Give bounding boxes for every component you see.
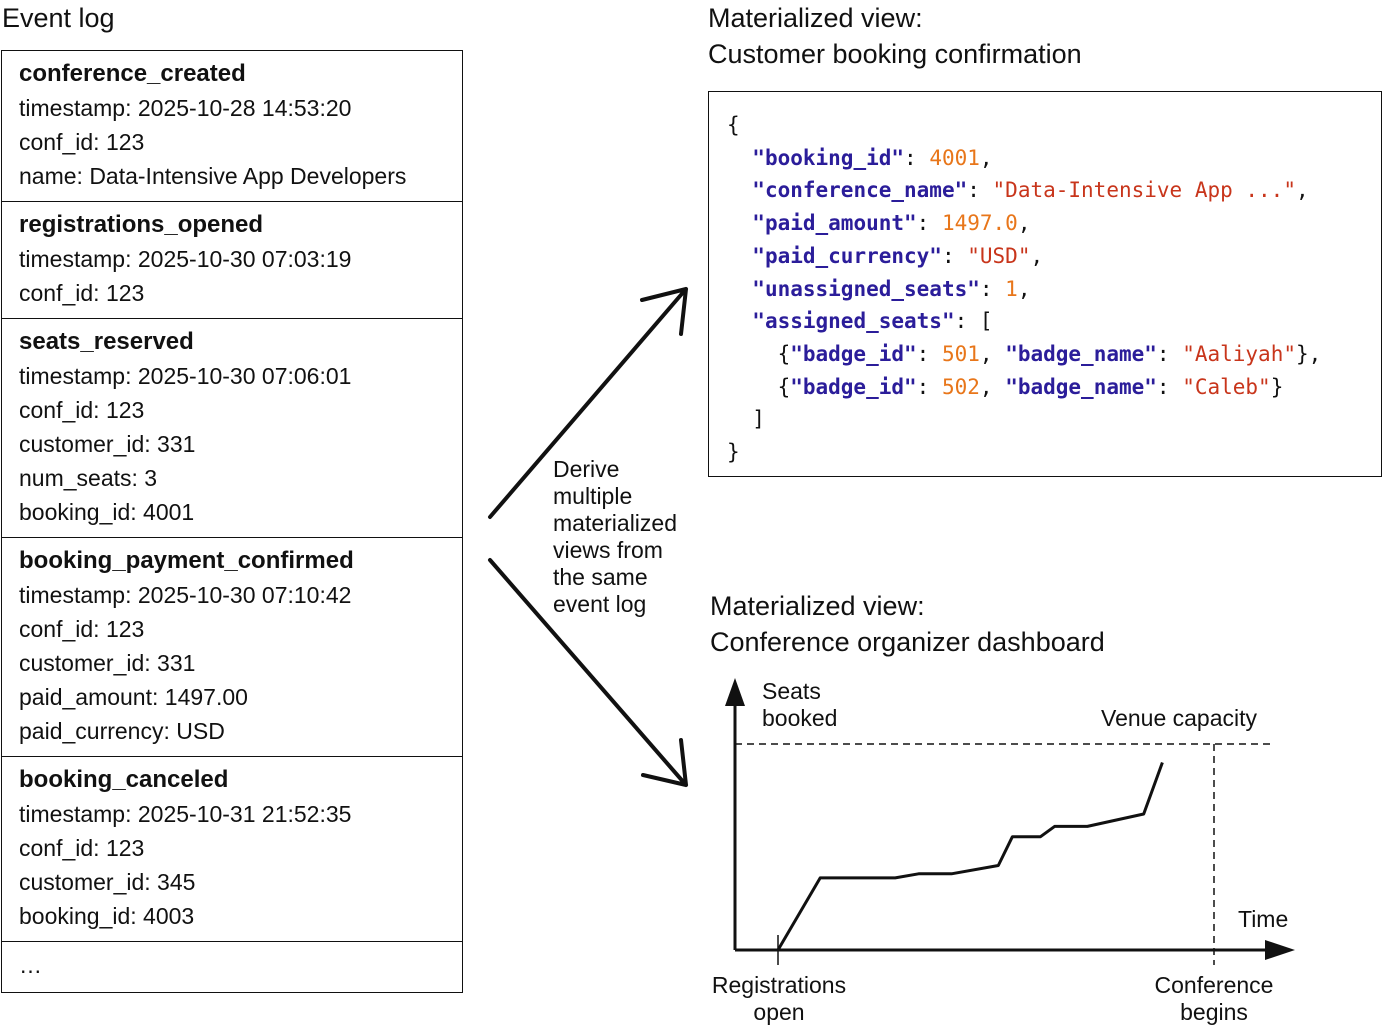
seats-booked-line — [776, 761, 1164, 951]
event-log-title: Event log — [2, 3, 115, 33]
json-key: "booking_id" — [752, 145, 905, 170]
arrow-down-right — [488, 558, 688, 787]
event-conference-created: conference_created timestamp: 2025-10-28… — [2, 51, 462, 202]
json-key: "conference_name" — [752, 178, 968, 203]
event-registrations-opened: registrations_opened timestamp: 2025-10-… — [2, 202, 462, 319]
event-field: customer_id: 331 — [19, 431, 196, 457]
event-name: seats_reserved — [19, 328, 194, 355]
json-key: "assigned_seats" — [752, 309, 955, 334]
json-number: 501 — [941, 341, 980, 366]
registrations-open-label-line2: open — [753, 999, 805, 1025]
derive-caption-line: the same — [553, 564, 648, 590]
event-field: num_seats: 3 — [19, 465, 158, 491]
x-axis-label: Time — [1238, 906, 1289, 932]
json-string: "USD" — [967, 243, 1031, 268]
event-log-ellipsis: … — [19, 952, 42, 978]
event-name: booking_payment_confirmed — [19, 547, 354, 574]
json-key: "badge_name" — [1005, 341, 1157, 366]
derive-caption: Derive multiple materialized views from … — [553, 456, 677, 618]
json-number: 502 — [941, 374, 980, 399]
derive-caption-line: multiple — [553, 483, 633, 509]
y-axis-label-line1: Seats — [762, 678, 821, 704]
booking-json-box: { "booking_id": 4001, "conference_name":… — [708, 91, 1382, 477]
arrow-up-right — [488, 287, 688, 519]
event-booking-payment-confirmed: booking_payment_confirmed timestamp: 202… — [2, 538, 462, 757]
json-string: "Caleb" — [1182, 374, 1271, 399]
event-field: name: Data-Intensive App Developers — [19, 163, 407, 189]
registrations-open-label-line1: Registrations — [711, 972, 847, 998]
event-field: booking_id: 4001 — [19, 499, 195, 525]
json-string: "Aaliyah" — [1182, 341, 1296, 366]
y-axis-arrowhead — [725, 678, 745, 706]
event-field: timestamp: 2025-10-30 07:03:19 — [19, 246, 352, 272]
y-axis-label-line2: booked — [762, 705, 838, 731]
json-number: 1497.0 — [941, 211, 1018, 236]
json-key: "paid_currency" — [752, 243, 942, 268]
event-booking-canceled: booking_canceled timestamp: 2025-10-31 2… — [2, 757, 462, 942]
booking-view-title-line1: Materialized view: — [708, 3, 923, 33]
json-number: 1 — [1005, 276, 1018, 301]
dashboard-view-title-line1: Materialized view: — [710, 591, 925, 621]
registrations-open-label: Registrations open — [700, 972, 858, 1026]
event-field: paid_currency: USD — [19, 718, 225, 744]
x-axis-arrowhead — [1265, 940, 1295, 960]
event-field: conf_id: 123 — [19, 280, 145, 306]
event-field: customer_id: 331 — [19, 650, 196, 676]
dashboard-view-title: Materialized view: Conference organizer … — [710, 588, 1105, 660]
event-field: booking_id: 4003 — [19, 903, 195, 929]
json-key: "badge_id" — [790, 374, 917, 399]
booking-view-title: Materialized view: Customer booking conf… — [708, 0, 1082, 72]
y-axis-label: Seats booked — [762, 678, 837, 732]
event-field: timestamp: 2025-10-31 21:52:35 — [19, 801, 352, 827]
event-field: conf_id: 123 — [19, 835, 145, 861]
event-field: timestamp: 2025-10-30 07:06:01 — [19, 363, 352, 389]
event-name: booking_canceled — [19, 766, 229, 793]
derive-caption-line: event log — [553, 591, 647, 617]
event-field: conf_id: 123 — [19, 397, 145, 423]
json-key: "unassigned_seats" — [752, 276, 980, 301]
dashboard-view-title-line2: Conference organizer dashboard — [710, 627, 1105, 657]
event-field: timestamp: 2025-10-28 14:53:20 — [19, 95, 352, 121]
conference-begins-label-line1: Conference — [1154, 972, 1274, 998]
event-seats-reserved: seats_reserved timestamp: 2025-10-30 07:… — [2, 319, 462, 538]
json-number: 4001 — [929, 145, 980, 170]
derive-caption-line: materialized — [553, 510, 677, 536]
derive-caption-line: Derive — [553, 456, 620, 482]
json-string: "Data-Intensive App ..." — [992, 178, 1296, 203]
event-log: conference_created timestamp: 2025-10-28… — [1, 50, 463, 993]
venue-capacity-label: Venue capacity — [1101, 705, 1258, 731]
event-field: conf_id: 123 — [19, 129, 145, 155]
derive-caption-line: views from — [553, 537, 663, 563]
event-field: conf_id: 123 — [19, 616, 145, 642]
event-field: timestamp: 2025-10-30 07:10:42 — [19, 582, 352, 608]
conference-begins-label-line2: begins — [1180, 999, 1248, 1025]
json-key: "badge_name" — [1005, 374, 1157, 399]
json-key: "paid_amount" — [752, 211, 917, 236]
event-name: registrations_opened — [19, 211, 264, 238]
json-key: "badge_id" — [790, 341, 917, 366]
event-field: paid_amount: 1497.00 — [19, 684, 248, 710]
conference-begins-label: Conference begins — [1139, 972, 1289, 1026]
booking-view-title-line2: Customer booking confirmation — [708, 39, 1082, 69]
event-name: conference_created — [19, 60, 246, 87]
event-field: customer_id: 345 — [19, 869, 196, 895]
booking-json: { "booking_id": 4001, "conference_name":… — [727, 113, 1322, 465]
